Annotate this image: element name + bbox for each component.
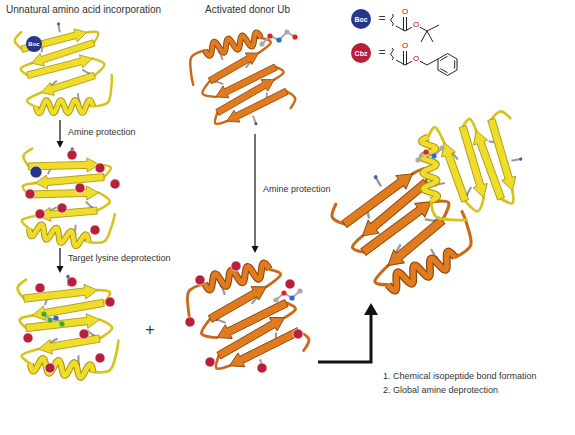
cbz-group: [195, 275, 205, 285]
atom-label: O: [412, 21, 420, 29]
loop: [199, 81, 216, 101]
side-chain-atom: [519, 157, 523, 161]
cbz-group: [95, 163, 105, 173]
side-chain-atom: [373, 174, 378, 179]
helix: [35, 94, 94, 119]
helix-outline: [415, 136, 445, 201]
cbz-group: [205, 357, 215, 367]
cbz-group: [23, 333, 33, 343]
activated-c-terminus: [259, 29, 297, 46]
step-label: Target lysine deprotection: [68, 253, 171, 263]
target-lysine: [41, 311, 64, 326]
diubiquitin-orange: [325, 147, 483, 306]
step-label: 1. Chemical isopeptide bond formation: [383, 371, 537, 381]
boc-group: [30, 166, 42, 178]
loop: [93, 341, 118, 373]
helix: [385, 244, 458, 299]
cbz-group: [35, 209, 45, 219]
boc-group: [26, 36, 42, 52]
beta-strand: [355, 196, 438, 256]
loop: [198, 319, 217, 342]
isopeptide-linkage: [415, 145, 444, 162]
legend-text: Boc: [354, 16, 367, 23]
atom-label: O: [412, 55, 420, 63]
helix-outline: [385, 244, 458, 299]
cbz-group: [67, 150, 77, 160]
beta-strand: [25, 53, 93, 78]
helix-outline: [28, 224, 89, 247]
reaction-arrow: [318, 303, 378, 362]
cbz-group: [57, 203, 67, 213]
beta-strand: [39, 335, 101, 354]
protected-donor-ub: [178, 251, 314, 388]
equals-sign: =: [378, 46, 385, 60]
deprotected-acceptor-ub: [18, 275, 119, 378]
legend-text: Cbz: [355, 50, 368, 57]
side-chain-atom: [254, 122, 258, 126]
panel-heading: Activated donor Ub: [205, 4, 290, 16]
atom-label: O: [401, 8, 409, 16]
cbz-group: [257, 363, 267, 373]
cbz-group: [185, 317, 195, 327]
group-tag: Boc: [28, 41, 39, 48]
legend-swatch: Boc: [351, 9, 371, 29]
loop: [100, 320, 113, 339]
helix: [415, 136, 445, 201]
beta-strand: [439, 140, 469, 204]
chemical-structure: [391, 14, 458, 76]
process-arrow: [57, 248, 64, 273]
donor-ub: [182, 22, 299, 140]
loop: [88, 212, 115, 244]
beta-strand: [26, 314, 100, 332]
beta-strand: [23, 284, 97, 302]
protected-acceptor-ub: [16, 143, 120, 249]
atom-label: O: [401, 42, 409, 50]
step-label: Amine protection: [68, 127, 136, 137]
cbz-group: [45, 363, 55, 373]
cbz-group: [231, 261, 241, 271]
helix: [30, 358, 93, 377]
beta-strand: [380, 216, 452, 270]
acceptor-ub: [13, 16, 116, 121]
diubiquitin-yellow: [413, 109, 532, 226]
cbz-group: [293, 329, 303, 339]
cbz-group: [75, 183, 85, 193]
helix-outline: [35, 94, 94, 119]
step-label: Amine protection: [263, 184, 331, 194]
equals-sign: =: [378, 12, 385, 26]
helix: [28, 224, 89, 247]
loop: [92, 57, 106, 76]
legend-swatch: Cbz: [351, 43, 371, 63]
panel-heading: Unnatural amino acid incorporation: [6, 4, 161, 16]
cbz-group: [95, 353, 105, 363]
cbz-group: [67, 277, 77, 287]
beta-strand: [27, 181, 99, 204]
beta-strand: [204, 282, 271, 323]
cbz-group: [35, 283, 45, 293]
process-arrow: [57, 120, 64, 148]
loop: [328, 204, 347, 228]
cbz-group: [90, 225, 100, 235]
helix-outline: [30, 358, 93, 377]
loop: [97, 193, 111, 212]
process-arrow: [252, 134, 259, 253]
activated-c-terminus: [273, 288, 302, 302]
cbz-group: [110, 179, 120, 189]
beta-strand: [38, 202, 98, 225]
cbz-group: [25, 189, 35, 199]
cbz-group: [79, 329, 89, 339]
cbz-group: [285, 279, 295, 289]
beta-strand: [205, 49, 263, 84]
plus-sign: +: [145, 321, 154, 339]
beta-strand: [40, 72, 98, 97]
cbz-group: [105, 297, 115, 307]
step-label: 2. Global amine deprotection: [383, 385, 498, 395]
side-chain-atom: [57, 22, 60, 25]
